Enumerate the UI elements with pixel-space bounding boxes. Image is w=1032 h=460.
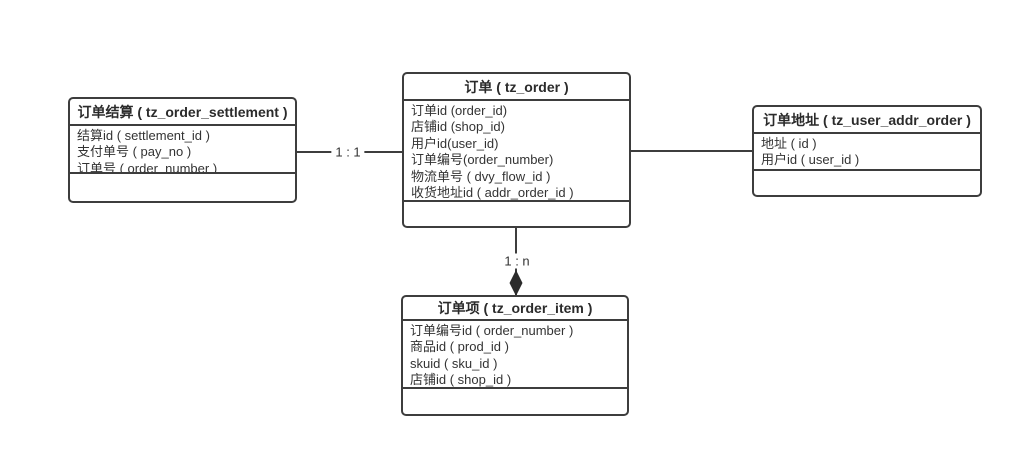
field-row: 物流单号 ( dvy_flow_id ) bbox=[411, 168, 551, 184]
field-row: 用户id ( user_id ) bbox=[761, 152, 860, 168]
cardinality-label-1-n: 1 : n bbox=[500, 253, 534, 269]
composition-diamond-icon bbox=[509, 270, 523, 296]
entity-tz-user-addr-order[interactable]: 订单地址 ( tz_user_addr_order ) 地址 ( id ) 用户… bbox=[752, 105, 982, 197]
cardinality-label-1-1: 1 : 1 bbox=[331, 144, 365, 160]
entity-tz-order[interactable]: 订单 ( tz_order ) 订单id (order_id) 店铺id (sh… bbox=[402, 72, 631, 228]
field-row: 收货地址id ( addr_order_id ) bbox=[411, 185, 574, 201]
field-row: 商品id ( prod_id ) bbox=[410, 339, 509, 355]
entity-fields: 订单id (order_id) 店铺id (shop_id) 用户id(user… bbox=[404, 101, 629, 202]
entity-tz-order-item[interactable]: 订单项 ( tz_order_item ) 订单编号id ( order_num… bbox=[401, 295, 629, 416]
entity-footer-empty bbox=[70, 174, 295, 201]
connector-order-addr bbox=[630, 150, 753, 152]
field-row: 地址 ( id ) bbox=[761, 136, 817, 151]
entity-fields: 结算id ( settlement_id ) 支付单号 ( pay_no ) 订… bbox=[70, 126, 295, 174]
entity-footer-empty bbox=[403, 389, 627, 414]
entity-title: 订单项 ( tz_order_item ) bbox=[403, 297, 627, 321]
entity-fields: 订单编号id ( order_number ) 商品id ( prod_id )… bbox=[403, 321, 627, 389]
field-row: 店铺id ( shop_id ) bbox=[410, 372, 512, 388]
entity-title: 订单地址 ( tz_user_addr_order ) bbox=[754, 107, 980, 134]
field-row: 用户id(user_id) bbox=[411, 135, 499, 151]
field-row: 结算id ( settlement_id ) bbox=[77, 128, 210, 143]
entity-tz-order-settlement[interactable]: 订单结算 ( tz_order_settlement ) 结算id ( sett… bbox=[68, 97, 297, 203]
field-row: 订单id (order_id) bbox=[411, 103, 508, 118]
entity-footer-empty bbox=[404, 202, 629, 226]
entity-title: 订单 ( tz_order ) bbox=[404, 74, 629, 101]
entity-fields: 地址 ( id ) 用户id ( user_id ) bbox=[754, 134, 980, 171]
field-row: skuid ( sku_id ) bbox=[410, 355, 498, 371]
field-row: 店铺id (shop_id) bbox=[411, 119, 505, 135]
field-row: 订单编号id ( order_number ) bbox=[410, 323, 574, 338]
field-row: 订单号 ( order_number ) bbox=[77, 160, 218, 174]
field-row: 支付单号 ( pay_no ) bbox=[77, 144, 192, 160]
entity-footer-empty bbox=[754, 171, 980, 195]
entity-title: 订单结算 ( tz_order_settlement ) bbox=[70, 99, 295, 126]
field-row: 订单编号(order_number) bbox=[411, 152, 554, 168]
